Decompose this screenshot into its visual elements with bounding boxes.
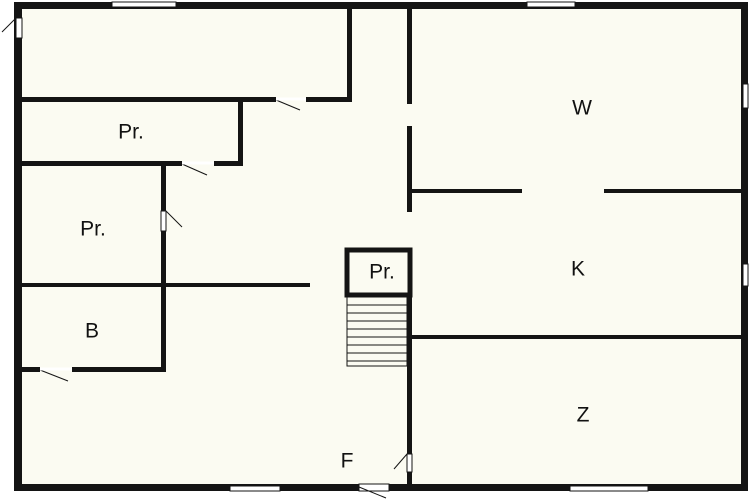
interior-walls xyxy=(18,6,743,486)
door-storage-middle xyxy=(160,210,167,232)
window-right-living xyxy=(742,83,749,109)
room-label-bathroom: B xyxy=(85,320,99,343)
door-entrance-left xyxy=(15,17,23,39)
room-label-stair-storage: Pr. xyxy=(369,261,395,284)
room-label-hallway: F xyxy=(341,450,354,473)
room-label-living-room: W xyxy=(572,97,592,120)
door-front xyxy=(358,483,390,492)
window-right-kitchen xyxy=(742,263,749,287)
windows xyxy=(111,1,749,492)
room-label-z: Z xyxy=(577,404,590,427)
window-top-right xyxy=(526,1,576,8)
window-bottom-right xyxy=(569,485,649,492)
door-room-z xyxy=(406,453,413,473)
window-top-left xyxy=(111,1,177,8)
room-label-kitchen: K xyxy=(571,258,585,281)
room-label-storage-upper: Pr. xyxy=(118,121,144,144)
stair-storage-box xyxy=(344,247,413,298)
doors xyxy=(1,17,413,499)
room-label-storage-middle: Pr. xyxy=(80,218,106,241)
staircase xyxy=(346,296,408,367)
window-bottom-left xyxy=(229,485,281,492)
